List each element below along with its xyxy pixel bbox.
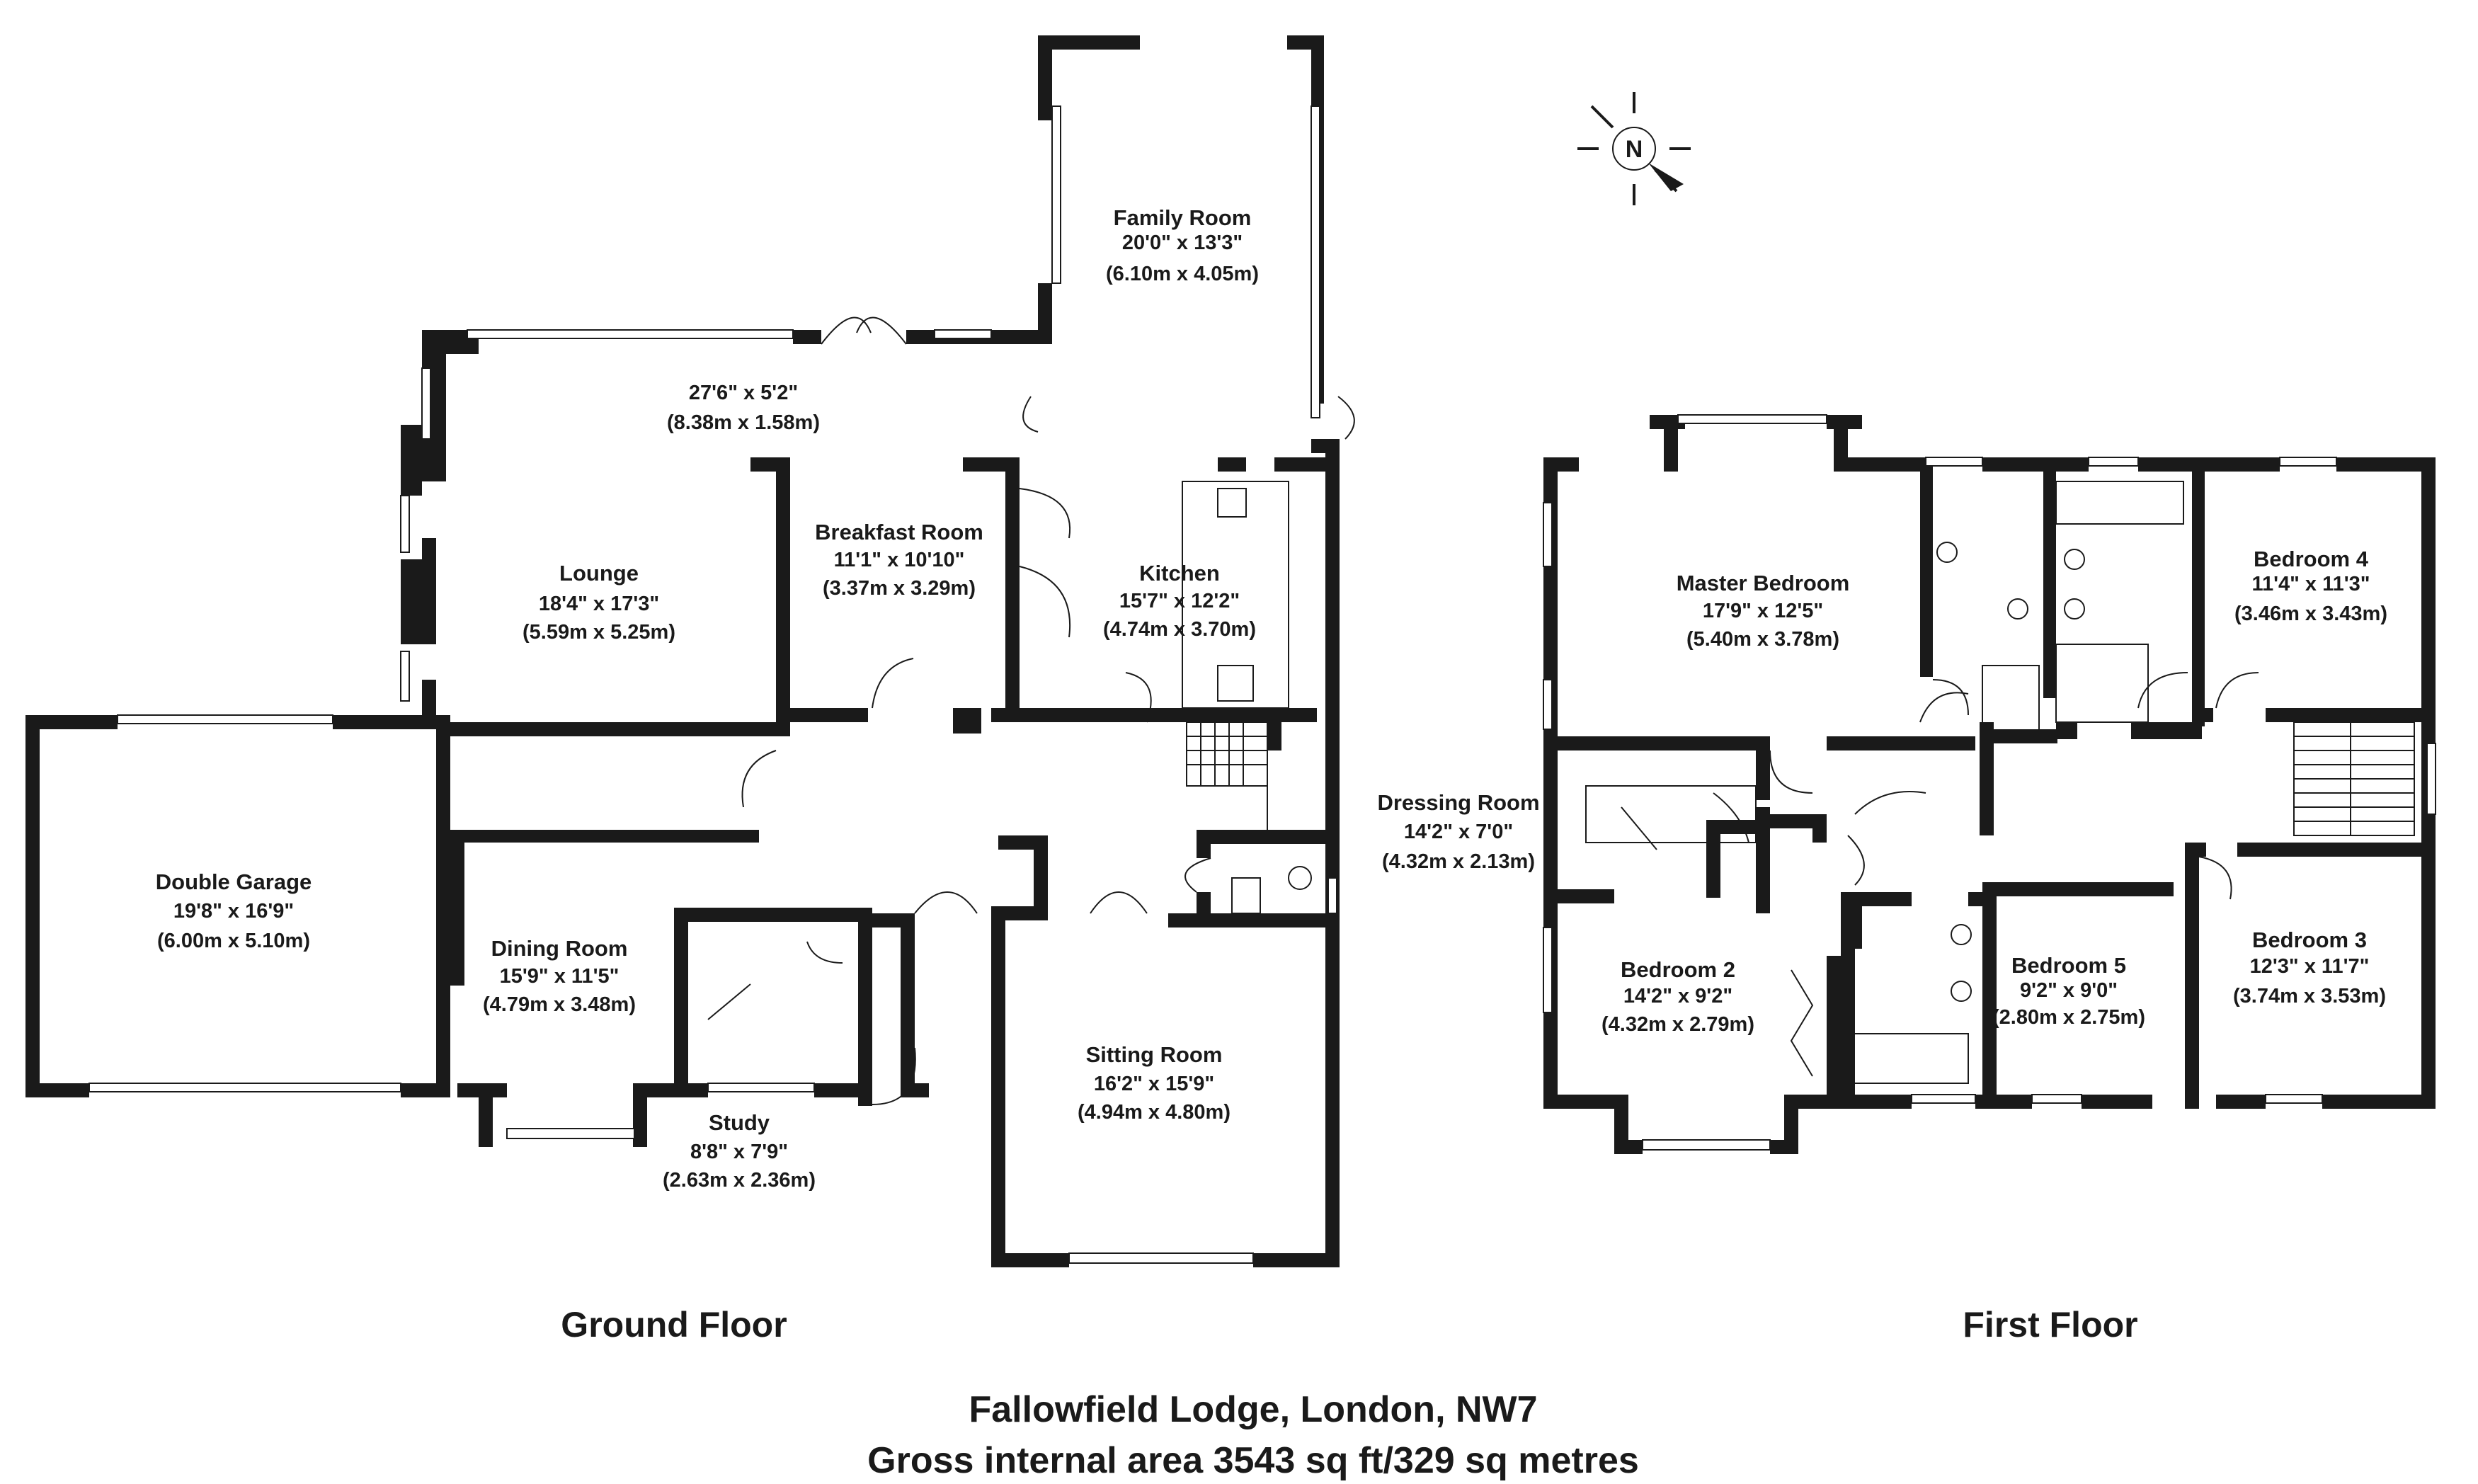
room-dining-room: Dining Room 15'9" x 11'5" (4.79m x 3.48m… <box>483 936 636 1016</box>
room-name: Sitting Room <box>1086 1042 1223 1067</box>
room-dressing-room: Dressing Room 14'2" x 7'0" (4.32m x 2.13… <box>1377 790 1539 873</box>
room-study: Study 8'8" x 7'9" (2.63m x 2.36m) <box>663 1110 816 1192</box>
room-imperial: 16'2" x 15'9" <box>1094 1073 1214 1095</box>
room-sitting-room: Sitting Room 16'2" x 15'9" (4.94m x 4.80… <box>1078 1042 1231 1124</box>
room-imperial: 27'6" x 5'2" <box>689 382 798 404</box>
room-metric: (6.00m x 5.10m) <box>157 930 310 952</box>
room-metric: (4.79m x 3.48m) <box>483 993 636 1016</box>
room-breakfast-room: Breakfast Room 11'1" x 10'10" (3.37m x 3… <box>815 520 983 600</box>
room-lounge: Lounge 18'4" x 17'3" (5.59m x 5.25m) <box>523 561 675 644</box>
room-imperial: 14'2" x 7'0" <box>1404 821 1513 843</box>
room-master-bedroom: Master Bedroom 17'9" x 12'5" (5.40m x 3.… <box>1677 571 1850 651</box>
north-arrow-icon <box>1648 163 1684 191</box>
room-metric: (4.32m x 2.13m) <box>1382 850 1535 873</box>
room-name: Bedroom 2 <box>1621 957 1735 982</box>
room-bedroom-3: Bedroom 3 12'3" x 11'7" (3.74m x 3.53m) <box>2233 928 2386 1008</box>
room-metric: (4.94m x 4.80m) <box>1078 1101 1231 1124</box>
ground-floor-doors <box>707 316 1355 1105</box>
room-imperial: 18'4" x 17'3" <box>539 593 659 615</box>
room-family-room: Family Room 20'0" x 13'3" (6.10m x 4.05m… <box>1106 205 1259 285</box>
room-imperial: 8'8" x 7'9" <box>690 1141 788 1163</box>
first-floor-walls <box>1543 415 2436 1154</box>
room-kitchen: Kitchen 15'7" x 12'2" (4.74m x 3.70m) <box>1103 561 1256 641</box>
room-metric: (2.80m x 2.75m) <box>1992 1006 2145 1029</box>
room-name: Bedroom 5 <box>2011 953 2126 978</box>
first-floor-title: First Floor <box>1963 1305 2137 1345</box>
room-imperial: 9'2" x 9'0" <box>2020 979 2118 1002</box>
property-address: Fallowfield Lodge, London, NW7 <box>969 1389 1537 1430</box>
gross-internal-area: Gross internal area 3543 sq ft/329 sq me… <box>867 1440 1639 1481</box>
ground-floor-stairs <box>1186 721 1268 835</box>
room-imperial: 12'3" x 11'7" <box>2250 955 2370 978</box>
room-double-garage: Double Garage 19'8" x 16'9" (6.00m x 5.1… <box>156 869 312 952</box>
room-hallway: 27'6" x 5'2" (8.38m x 1.58m) <box>667 382 820 434</box>
room-bedroom-5: Bedroom 5 9'2" x 9'0" (2.80m x 2.75m) <box>1992 953 2145 1029</box>
room-name: Lounge <box>559 561 639 586</box>
room-name: Bedroom 4 <box>2254 547 2369 571</box>
room-metric: (6.10m x 4.05m) <box>1106 263 1259 285</box>
first-floor-fittings <box>1585 481 2259 1084</box>
room-name: Breakfast Room <box>815 520 983 544</box>
room-metric: (8.38m x 1.58m) <box>667 411 820 434</box>
room-metric: (2.63m x 2.36m) <box>663 1169 816 1192</box>
room-metric: (5.40m x 3.78m) <box>1686 628 1839 651</box>
room-metric: (4.32m x 2.79m) <box>1601 1013 1754 1036</box>
room-imperial: 20'0" x 13'3" <box>1122 232 1243 254</box>
room-name: Family Room <box>1114 205 1252 230</box>
room-metric: (4.74m x 3.70m) <box>1103 618 1256 641</box>
room-imperial: 14'2" x 9'2" <box>1623 985 1732 1008</box>
room-metric: (3.46m x 3.43m) <box>2234 603 2387 625</box>
room-imperial: 17'9" x 12'5" <box>1703 600 1823 622</box>
room-metric: (3.37m x 3.29m) <box>823 577 976 600</box>
room-name: Dining Room <box>491 936 628 961</box>
room-bedroom-4: Bedroom 4 11'4" x 11'3" (3.46m x 3.43m) <box>2234 547 2387 625</box>
first-floor-windows <box>1543 414 2436 1151</box>
room-name: Master Bedroom <box>1677 571 1850 595</box>
room-imperial: 11'1" x 10'10" <box>834 549 965 571</box>
room-metric: (5.59m x 5.25m) <box>523 621 675 644</box>
room-name: Study <box>709 1110 770 1135</box>
room-imperial: 15'9" x 11'5" <box>500 965 620 988</box>
room-imperial: 19'8" x 16'9" <box>173 900 294 923</box>
compass: N <box>1577 92 1691 205</box>
compass-north-letter: N <box>1626 136 1643 163</box>
room-name: Double Garage <box>156 869 312 894</box>
room-bedroom-2: Bedroom 2 14'2" x 9'2" (4.32m x 2.79m) <box>1601 957 1754 1036</box>
room-name: Kitchen <box>1139 561 1220 586</box>
room-name: Bedroom 3 <box>2252 928 2367 952</box>
room-imperial: 15'7" x 12'2" <box>1119 590 1240 612</box>
ground-floor-title: Ground Floor <box>561 1305 787 1345</box>
compass-icon <box>1612 127 1656 171</box>
first-floor-stairs <box>2293 721 2415 836</box>
ground-floor-windows <box>88 105 1337 1264</box>
room-imperial: 11'4" x 11'3" <box>2251 573 2370 595</box>
room-name: Dressing Room <box>1377 790 1539 815</box>
room-metric: (3.74m x 3.53m) <box>2233 985 2386 1008</box>
